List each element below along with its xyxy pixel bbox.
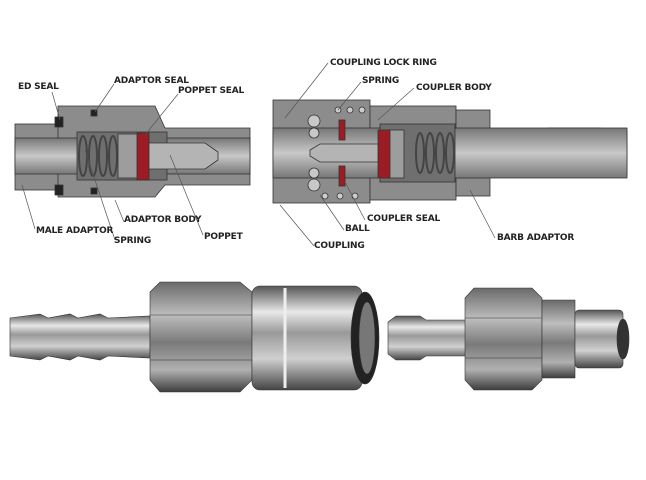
label-ball: BALL xyxy=(345,224,370,234)
coupler-seal xyxy=(377,129,391,179)
coupler-photo xyxy=(9,281,380,393)
female-half-section xyxy=(272,99,628,204)
hex-nut-photo xyxy=(149,281,253,393)
plug-photo xyxy=(387,287,630,391)
label-adaptor-seal: ADAPTOR SEAL xyxy=(114,76,189,86)
poppet xyxy=(148,142,219,170)
spring-coil-female xyxy=(415,132,455,174)
label-spring-male: SPRING xyxy=(114,236,152,246)
label-coupling: COUPLING xyxy=(314,241,365,251)
label-coupler-seal: COUPLER SEAL xyxy=(367,214,441,224)
ed-seal xyxy=(54,116,64,128)
plug-nose-photo xyxy=(387,315,471,361)
label-male-adaptor: MALE ADAPTOR xyxy=(36,226,114,236)
male-thread-photo xyxy=(574,309,624,369)
label-barb-adaptor: BARB ADAPTOR xyxy=(497,233,575,243)
label-coupler-body: COUPLER BODY xyxy=(416,83,492,93)
label-poppet-seal: POPPET SEAL xyxy=(178,86,244,96)
label-coupling-lock-ring: COUPLING LOCK RING xyxy=(330,58,437,68)
poppet-seal xyxy=(136,132,150,181)
label-ed-seal: ED SEAL xyxy=(18,82,59,92)
label-poppet: POPPET xyxy=(204,232,243,242)
male-half-section xyxy=(14,105,251,198)
label-spring-female: SPRING xyxy=(362,76,400,86)
leader-lines xyxy=(21,62,496,247)
adaptor-seal xyxy=(90,109,98,117)
hose-barb-photo xyxy=(9,313,151,361)
plug-hex-photo xyxy=(464,287,543,391)
balls xyxy=(307,114,321,192)
coupling-sleeve-photo xyxy=(251,285,363,391)
label-adaptor-body: ADAPTOR BODY xyxy=(124,215,202,225)
